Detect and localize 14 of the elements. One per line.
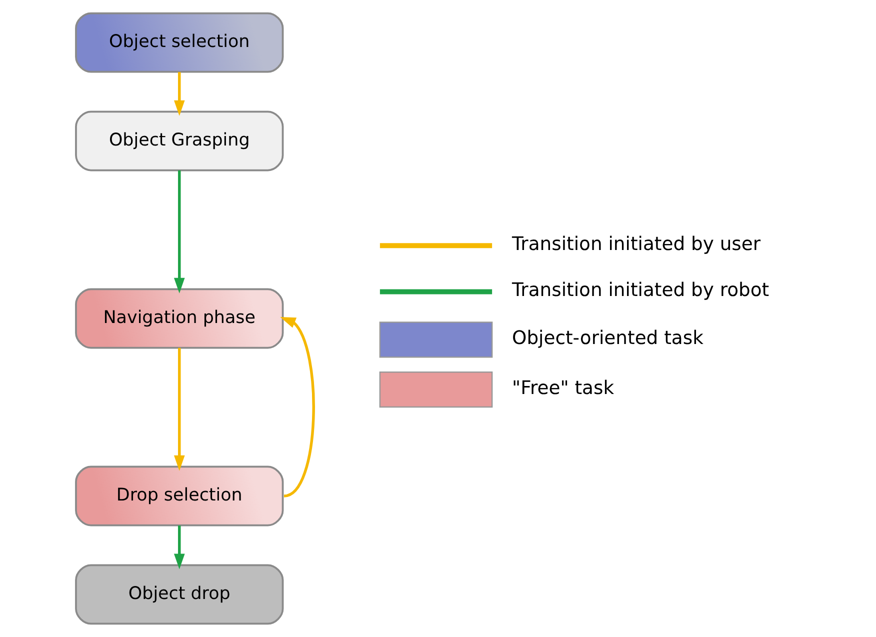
arrow	[173, 348, 184, 471]
arrow	[173, 72, 184, 116]
legend-label: Transition initiated by robot	[512, 280, 769, 302]
node-box: Navigation phase	[74, 288, 284, 349]
node-box: Object selection	[74, 12, 284, 73]
arrow	[280, 316, 314, 498]
node-box: Drop selection	[74, 466, 284, 526]
node-box: Object Grasping	[74, 110, 284, 172]
arrow	[173, 526, 184, 570]
legend-label: Transition initiated by user	[512, 234, 760, 255]
arrow	[173, 170, 184, 294]
legend-label: Object-oriented task	[512, 328, 703, 350]
node-box: Object drop	[74, 564, 284, 625]
legend-label: "Free" task	[512, 378, 614, 399]
